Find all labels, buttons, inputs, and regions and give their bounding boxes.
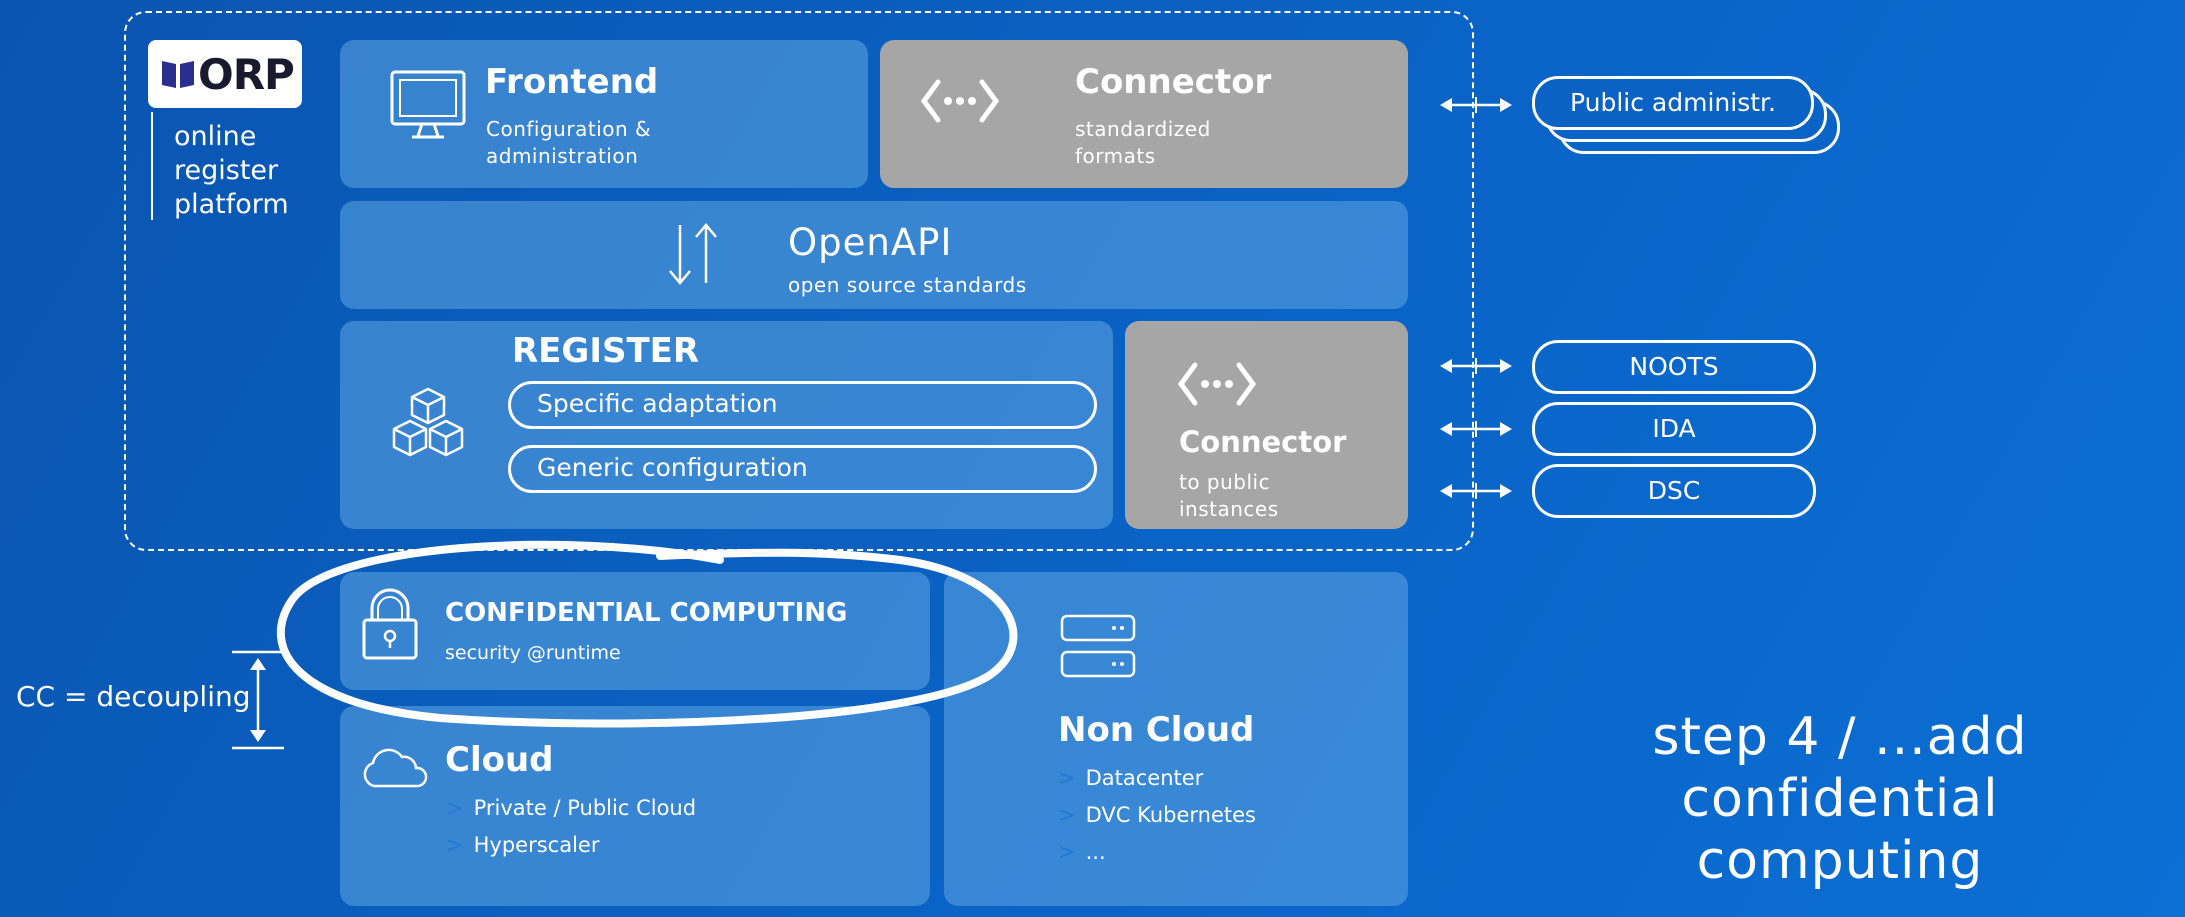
orp-logo-text: ORP: [198, 50, 295, 99]
noncloud-box: Non Cloud >Datacenter >DVC Kubernetes >.…: [944, 572, 1408, 906]
cloud-list: >Private / Public Cloud >Hyperscaler: [446, 790, 696, 864]
cc-decoupling-label: CC = decoupling: [16, 680, 251, 713]
openapi-subtitle: open source standards: [788, 273, 1027, 297]
register-title: REGISTER: [512, 331, 700, 371]
orp-logo: ORP: [148, 40, 302, 108]
tagline-line: online: [174, 121, 257, 152]
connector-bottom-subtitle: to public instances: [1179, 470, 1279, 521]
padlock-icon: [362, 588, 418, 660]
confidential-subtitle: security @runtime: [445, 642, 621, 664]
frontend-title: Frontend: [485, 62, 659, 102]
noots-pill: NOOTS: [1532, 340, 1816, 394]
code-connector-icon: [1177, 362, 1257, 406]
register-item-generic-configuration: Generic configuration: [508, 445, 1097, 493]
confidential-title: CONFIDENTIAL COMPUTING: [445, 598, 848, 628]
openapi-box: OpenAPI open source standards: [340, 201, 1408, 309]
connector-bottom-box: Connector to public instances: [1125, 321, 1408, 529]
monitor-icon: [390, 70, 466, 139]
ida-pill: IDA: [1532, 402, 1816, 456]
code-connector-icon: [920, 79, 1000, 123]
register-box: REGISTER Specific adaptation Generic con…: [340, 321, 1113, 529]
double-arrow-icon: [1440, 358, 1512, 374]
step-caption: step 4 / ...add confidential computing: [1652, 707, 2028, 891]
double-arrow-icon: [1440, 421, 1512, 437]
cloud-icon: [363, 748, 428, 788]
noncloud-title: Non Cloud: [1058, 710, 1255, 750]
double-arrow-icon: [1440, 97, 1512, 113]
tagline-line: register: [174, 155, 279, 186]
public-admin-pill: Public administr.: [1532, 76, 1814, 130]
openapi-title: OpenAPI: [788, 221, 953, 264]
logo-tagline: online register platform: [174, 120, 289, 222]
cubes-icon: [392, 387, 464, 457]
connector-top-box: Connector standardized formats: [880, 40, 1408, 188]
cloud-box: Cloud >Private / Public Cloud >Hyperscal…: [340, 706, 930, 906]
up-down-arrows-icon: [669, 223, 717, 285]
frontend-subtitle: Configuration & administration: [486, 117, 652, 168]
list-item: >Hyperscaler: [446, 833, 600, 857]
frontend-box: Frontend Configuration & administration: [340, 40, 868, 188]
register-item-specific-adaptation: Specific adaptation: [508, 381, 1097, 429]
confidential-computing-box: CONFIDENTIAL COMPUTING security @runtime: [340, 572, 930, 690]
list-item: >Private / Public Cloud: [446, 796, 697, 820]
connector-bottom-title: Connector: [1179, 425, 1347, 459]
book-icon: [162, 61, 194, 88]
cloud-title: Cloud: [445, 740, 554, 780]
list-item: >...: [1058, 840, 1106, 864]
logo-divider: [151, 112, 153, 220]
dsc-pill: DSC: [1532, 464, 1816, 518]
tagline-line: platform: [174, 189, 289, 220]
noncloud-list: >Datacenter >DVC Kubernetes >...: [1058, 760, 1256, 871]
server-icon: [1060, 614, 1136, 678]
double-arrow-icon: [1440, 483, 1512, 499]
list-item: >DVC Kubernetes: [1058, 803, 1256, 827]
decoupling-bracket: [232, 650, 284, 750]
connector-top-title: Connector: [1075, 62, 1272, 102]
list-item: >Datacenter: [1058, 766, 1204, 790]
connector-top-subtitle: standardized formats: [1075, 117, 1211, 168]
